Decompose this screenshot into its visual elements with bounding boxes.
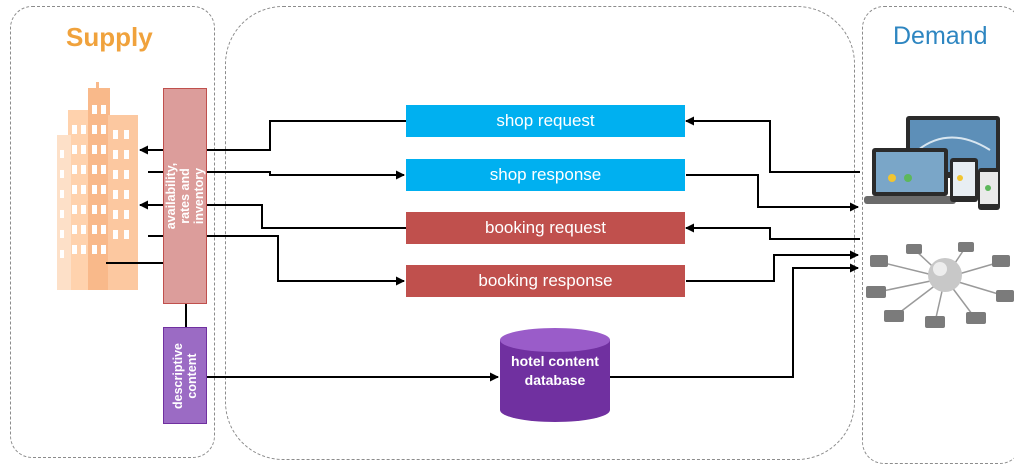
devices-icon (864, 116, 1000, 210)
database-label: hotel content database (511, 353, 599, 388)
availability-label: availability, rates and inventory (164, 162, 206, 230)
descriptive-content-box: descriptive content (163, 327, 207, 424)
exchange-panel (225, 6, 855, 460)
network-icon (866, 242, 1014, 328)
availability-rates-inventory-box: availability, rates and inventory (163, 88, 207, 304)
booking-request-arrow-in (685, 223, 860, 240)
database-icon (500, 328, 610, 422)
shop-response-arrow-in (148, 170, 405, 180)
supply-panel (10, 6, 215, 458)
content-arrow-out (610, 263, 859, 378)
content-arrow-in (106, 262, 499, 382)
demand-title: Demand (893, 22, 988, 50)
shop-response-box: shop response (406, 159, 685, 191)
demand-panel (862, 6, 1014, 464)
shop-request-arrow-in (685, 116, 860, 173)
shop-request-box: shop request (406, 105, 685, 137)
booking-response-box: booking response (406, 265, 685, 297)
booking-response-arrow-out (686, 250, 859, 282)
shop-response-arrow-out (686, 174, 859, 212)
booking-request-box: booking request (406, 212, 685, 244)
hotel-building-icon (57, 82, 138, 290)
descriptive-label: descriptive content (171, 342, 200, 409)
supply-title: Supply (66, 22, 153, 52)
booking-response-arrow-in (148, 235, 405, 286)
